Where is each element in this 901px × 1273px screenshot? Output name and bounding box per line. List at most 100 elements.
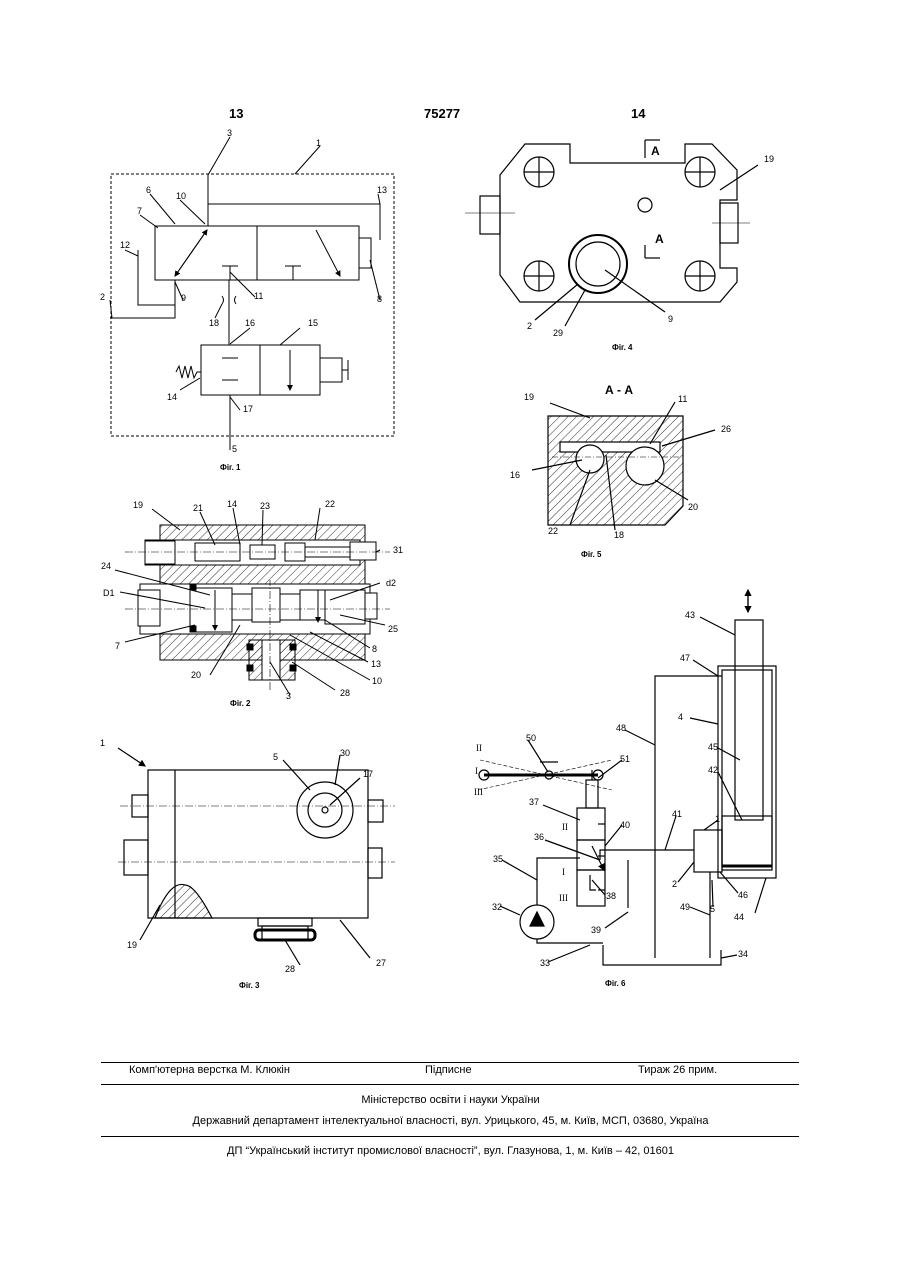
fig6-position-label: I xyxy=(475,766,478,776)
fig1-label: 9 xyxy=(181,293,186,303)
fig6-label: 47 xyxy=(680,653,690,663)
fig1-label: 3 xyxy=(227,128,232,138)
fig6-label: 46 xyxy=(738,890,748,900)
fig1-label: 13 xyxy=(377,185,387,195)
fig6-label: 40 xyxy=(620,820,630,830)
signed-note: Підписне xyxy=(425,1064,472,1076)
fig5-title: А - А xyxy=(605,383,633,397)
fig6-label: 51 xyxy=(620,754,630,764)
fig1-label: 7 xyxy=(137,206,142,216)
fig4-caption: Фіг. 4 xyxy=(612,343,633,352)
fig6-caption: Фіг. 6 xyxy=(605,979,626,988)
fig3-label: 28 xyxy=(285,964,295,974)
fig5-label: 22 xyxy=(548,526,558,536)
fig6-label: 38 xyxy=(606,891,616,901)
department-address: Державний департамент інтелектуальної вл… xyxy=(0,1115,901,1127)
fig2-label: 13 xyxy=(371,659,381,669)
fig6-label: 44 xyxy=(734,912,744,922)
fig5-label: 20 xyxy=(688,502,698,512)
fig1-label: 8 xyxy=(377,294,382,304)
fig1-label: 14 xyxy=(167,392,177,402)
fig6-position-label: III xyxy=(474,787,483,797)
fig2-label: 21 xyxy=(193,503,203,513)
fig1-label: 15 xyxy=(308,318,318,328)
fig2-caption: Фіг. 2 xyxy=(230,699,251,708)
drawings-sheet: 1 2 3 5 6 7 8 9 10 11 12 13 14 15 16 17 … xyxy=(0,0,901,1040)
figure-3 xyxy=(118,748,395,965)
fig6-position-label: III xyxy=(559,893,568,903)
fig6-label: 43 xyxy=(685,610,695,620)
footer-rule-bottom xyxy=(101,1136,799,1137)
fig2-label: 31 xyxy=(393,545,403,555)
fig6-label: 37 xyxy=(529,797,539,807)
fig3-label: 5 xyxy=(273,752,278,762)
fig4-label: 9 xyxy=(668,314,673,324)
fig6-label: 4 xyxy=(678,712,683,722)
fig2-label: 8 xyxy=(372,644,377,654)
fig1-label: 1 xyxy=(316,138,321,148)
fig5-label: 19 xyxy=(524,392,534,402)
fig5-label: 18 xyxy=(614,530,624,540)
fig1-caption: Фіг. 1 xyxy=(220,463,241,472)
fig2-label: 19 xyxy=(133,500,143,510)
fig6-label: 39 xyxy=(591,925,601,935)
fig1-label: 11 xyxy=(254,291,263,301)
fig6-label: 1 xyxy=(715,814,720,824)
fig1-label: 2 xyxy=(100,292,105,302)
fig4-label: 29 xyxy=(553,328,563,338)
fig2-label: 28 xyxy=(340,688,350,698)
fig6-label: 34 xyxy=(738,949,748,959)
footer-rule-middle xyxy=(101,1084,799,1085)
fig3-label: 27 xyxy=(376,958,386,968)
fig2-label: D1 xyxy=(103,588,115,598)
fig6-position-label: II xyxy=(562,822,568,832)
fig1-label: 17 xyxy=(243,404,253,414)
fig2-label: 3 xyxy=(286,691,291,701)
fig5-caption: Фіг. 5 xyxy=(581,550,602,559)
fig2-label: 25 xyxy=(388,624,398,634)
fig2-label: 10 xyxy=(372,676,382,686)
fig1-label: 18 xyxy=(209,318,219,328)
section-mark-a-top: A xyxy=(651,144,660,158)
fig3-label: 30 xyxy=(340,748,350,758)
fig6-label: 42 xyxy=(708,765,718,775)
fig6-position-label: I xyxy=(562,867,565,877)
fig6-label: 5 xyxy=(710,904,715,914)
fig1-label: 5 xyxy=(232,444,237,454)
fig3-label: 1 xyxy=(100,738,105,748)
figure-2 xyxy=(115,508,390,695)
fig2-label: 23 xyxy=(260,501,270,511)
fig2-label: 20 xyxy=(191,670,201,680)
fig6-label: 48 xyxy=(616,723,626,733)
fig5-label: 26 xyxy=(721,424,731,434)
fig5-label: 11 xyxy=(678,394,687,404)
ministry-name: Міністерство освіти і науки України xyxy=(0,1094,901,1106)
institute-address: ДП “Український інститут промислової вла… xyxy=(0,1145,901,1157)
fig2-label: 14 xyxy=(227,499,237,509)
circulation-note: Тираж 26 прим. xyxy=(638,1064,717,1076)
footer-rule-top xyxy=(101,1062,799,1063)
fig6-label: 50 xyxy=(526,733,536,743)
figure-6 xyxy=(478,590,776,965)
fig2-label: 24 xyxy=(101,561,111,571)
fig2-label: d2 xyxy=(386,578,396,588)
fig1-label: 6 xyxy=(146,185,151,195)
fig6-label: 45 xyxy=(708,742,718,752)
fig3-caption: Фіг. 3 xyxy=(239,981,260,990)
typesetting-credit: Комп'ютерна верстка М. Клюкін xyxy=(129,1064,290,1076)
fig2-label: 22 xyxy=(325,499,335,509)
fig1-label: 10 xyxy=(176,191,186,201)
fig6-position-label: II xyxy=(476,743,482,753)
fig2-label: 7 xyxy=(115,641,120,651)
fig6-label: 35 xyxy=(493,854,503,864)
fig5-label: 16 xyxy=(510,470,520,480)
figure-1-labels: 1 2 3 5 6 7 8 9 10 11 12 13 14 15 16 17 … xyxy=(100,128,387,472)
fig6-label: 32 xyxy=(492,902,502,912)
fig4-label: 2 xyxy=(527,321,532,331)
figure-6-labels: 43 47 4 48 45 42 50 51 37 40 41 1 36 35 … xyxy=(474,610,748,988)
fig6-label: 36 xyxy=(534,832,544,842)
figure-4 xyxy=(465,140,758,326)
fig6-label: 41 xyxy=(672,809,682,819)
fig1-label: 12 xyxy=(120,240,130,250)
